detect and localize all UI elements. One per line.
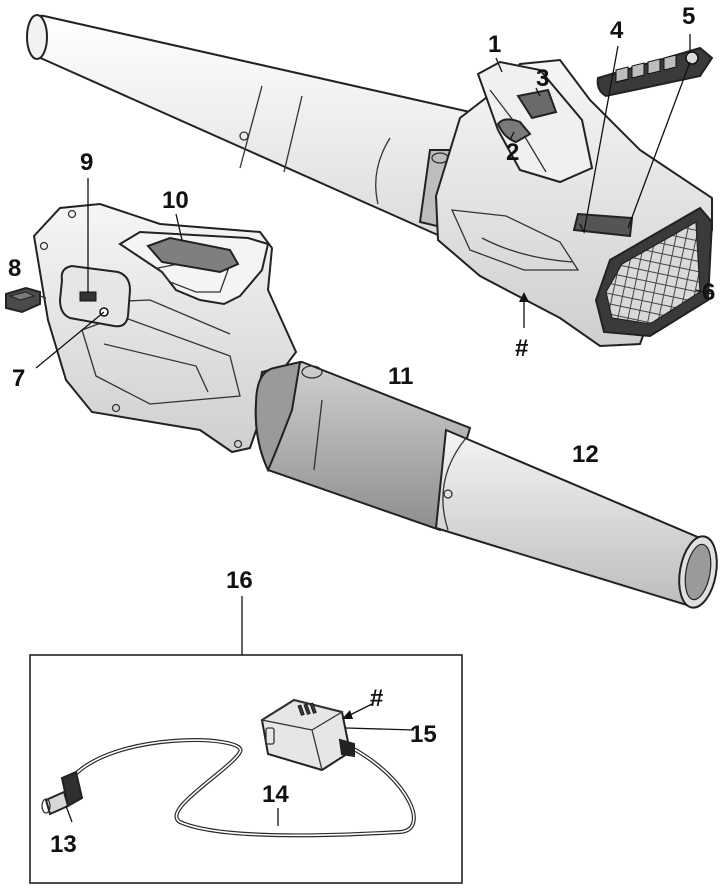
callout-hash-blower: # — [515, 335, 528, 362]
callout-2: 2 — [506, 139, 519, 166]
callout-11: 11 — [388, 363, 413, 390]
callout-9: 9 — [80, 149, 93, 176]
leader-lines — [35, 34, 713, 826]
power-indicator-light — [685, 51, 699, 65]
callout-12: 12 — [572, 441, 599, 468]
callout-10: 10 — [162, 187, 189, 214]
trigger — [496, 118, 532, 144]
assembled-blower-tube — [27, 14, 472, 238]
callout-14: 14 — [262, 781, 289, 808]
throttle-trigger — [146, 236, 240, 274]
reference-arrows — [342, 292, 529, 719]
callout-8: 8 — [8, 255, 21, 282]
callout-13: 13 — [50, 831, 77, 858]
blower-nozzle — [254, 360, 718, 609]
callout-16: 16 — [226, 567, 253, 594]
battery-indicator-panel — [596, 46, 714, 98]
charger-box-frame — [29, 654, 463, 884]
nozzle-tube — [434, 428, 702, 608]
callout-labels: 1 2 3 4 5 6 7 8 9 10 11 12 13 14 15 16 #… — [8, 3, 715, 858]
callout-4: 4 — [610, 17, 624, 44]
callout-5: 5 — [682, 3, 695, 30]
charger-adapter — [260, 698, 355, 772]
assembled-blower — [26, 14, 714, 348]
speed-switch — [79, 291, 97, 302]
callout-15: 15 — [410, 721, 437, 748]
callout-3: 3 — [536, 65, 549, 92]
blower-body — [32, 202, 298, 454]
callout-6: 6 — [702, 279, 715, 306]
callout-hash-charger: # — [370, 685, 383, 712]
charging-port-cover — [5, 286, 47, 314]
callout-7: 7 — [12, 365, 25, 392]
callout-1: 1 — [488, 31, 501, 58]
charger — [41, 698, 416, 838]
charge-level-lights — [615, 54, 677, 83]
charger-plug — [41, 770, 84, 816]
